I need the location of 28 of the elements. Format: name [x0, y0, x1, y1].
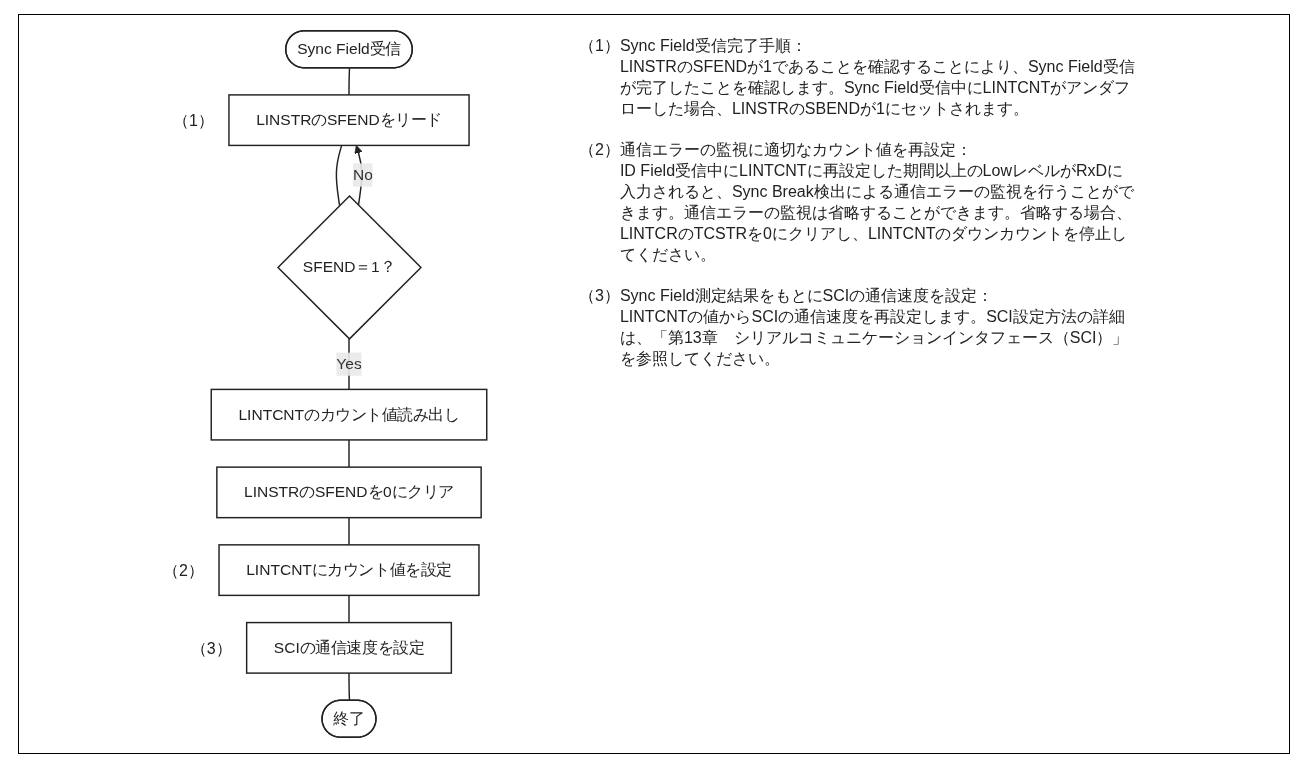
step-number: （1） [172, 111, 214, 132]
connector [335, 144, 343, 207]
note-number: （3） [579, 286, 620, 306]
connector [348, 439, 350, 468]
terminal-shape: 終了 [321, 699, 377, 738]
connector [348, 672, 351, 702]
process-box: SCIの通信速度を設定 [245, 621, 453, 674]
process-box: LINTCNTにカウント値を設定 [218, 544, 480, 597]
note-text: LINSTRのSFENDが1であることを確認することにより、Sync Field受信が完了したことを確認します。Sync Field受信中にLINTCNTがアンダフローした場合、LINSTRのSBENDが1にセットされます。 [619, 57, 1136, 119]
note-text: LINTCNTの値からSCIの通信速度を再設定します。SCI設定方法の詳細は、「第13章 シリアルコミュニケーションインタフェース（SCI）」を参照してください。 [619, 307, 1130, 369]
step-number: （3） [190, 638, 232, 659]
note-text: ID Field受信中にLINTCNTに再設定した期間以上のLowレベルがRxDに入力されると、Sync Break検出による通信エラーの監視を行うことができます。通信エラーの監視は省略することができます。省略する場合、LINTCRのTCSTRを0にクリアし、LINTCNTのダウンカウントを停止してください。 [619, 161, 1135, 265]
connector [348, 67, 351, 96]
step-number: （2） [163, 561, 204, 582]
terminal-shape: Sync Field受信 [285, 30, 413, 69]
note-heading: 通信エラーの監視に適切なカウント値を再設定： [619, 140, 973, 160]
note-heading: Sync Field測定結果をもとにSCIの通信速度を設定： [619, 286, 995, 306]
note-number: （1） [579, 36, 620, 56]
edge-label: No [353, 163, 373, 187]
edge-label: Yes [336, 352, 362, 376]
note-heading: Sync Field受信完了手順： [619, 36, 808, 56]
decision-diamond: SFEND＝1？ [276, 194, 422, 340]
process-box: LINSTRのSFENDを0にクリア [216, 466, 482, 519]
connector [348, 516, 350, 546]
process-box: LINSTRのSFENDをリード [228, 94, 470, 147]
note-number: （2） [579, 140, 620, 160]
process-box: LINTCNTのカウント値読み出し [210, 388, 488, 441]
connector [348, 594, 350, 624]
